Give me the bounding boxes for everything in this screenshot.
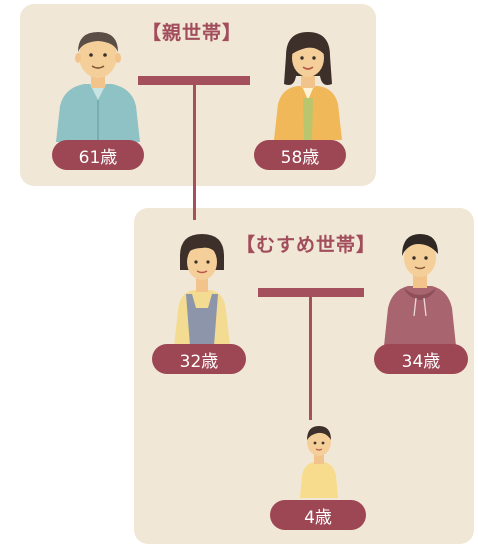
daughter-marriage-line <box>258 288 364 297</box>
age-badge-daughter: 32歳 <box>152 344 246 374</box>
age-badge-grandfather: 61歳 <box>52 140 144 170</box>
daughter-to-child-line <box>309 296 312 420</box>
age-badge-grandchild: 4歳 <box>270 500 366 530</box>
daughter-figure <box>174 234 230 346</box>
age-badge-grandmother: 58歳 <box>254 140 346 170</box>
grandmother-figure <box>274 32 342 140</box>
parents-marriage-line <box>138 76 250 85</box>
parents-to-daughter-line <box>193 84 196 220</box>
age-badge-son-in-law: 34歳 <box>374 344 468 374</box>
grandchild-figure <box>300 426 338 498</box>
parents-household-title: 【親世帯】 <box>142 22 243 44</box>
son-in-law-figure <box>384 234 456 346</box>
grandfather-figure <box>56 32 140 142</box>
daughter-household-title: 【むすめ世帯】 <box>236 234 377 256</box>
